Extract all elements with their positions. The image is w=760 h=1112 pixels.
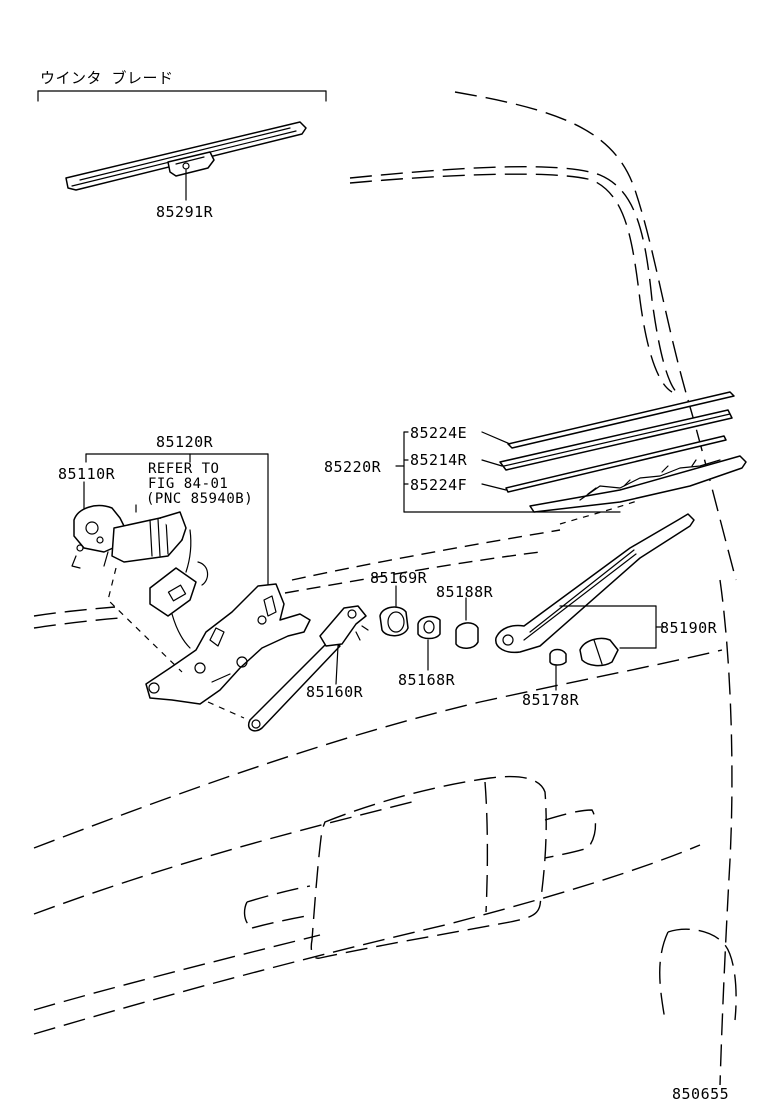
part-label-85178r: 85178R bbox=[522, 691, 580, 709]
refer-note-line2: FIG 84-01 bbox=[148, 476, 229, 492]
part-label-85291r: 85291R bbox=[156, 203, 214, 221]
refer-note-line1: REFER TO bbox=[148, 461, 220, 477]
wiper-blade-85291r bbox=[65, 121, 307, 201]
wiper-arm-85190r bbox=[495, 513, 695, 691]
blade-group-title: ウインタ ブレード bbox=[40, 69, 174, 87]
part-label-85214r: 85214R bbox=[410, 451, 468, 469]
cap-85188r bbox=[455, 597, 479, 649]
wiper-motor-group bbox=[71, 453, 311, 719]
nut-85168r bbox=[417, 615, 441, 671]
part-label-85224f: 85224F bbox=[410, 476, 468, 494]
wiper-link-85160r bbox=[248, 605, 369, 732]
refer-note-line3: (PNC 85940B) bbox=[146, 491, 254, 507]
part-label-85220r: 85220R bbox=[324, 458, 382, 476]
part-label-85224e: 85224E bbox=[410, 424, 468, 442]
back-door-outline bbox=[33, 91, 737, 1086]
cushion-85169r bbox=[379, 585, 409, 637]
figure-code: 850655 bbox=[672, 1085, 730, 1103]
header-bracket bbox=[37, 90, 327, 102]
blade-rubber-set bbox=[395, 391, 747, 525]
part-label-85120r: 85120R bbox=[156, 433, 214, 451]
part-label-85169r: 85169R bbox=[370, 569, 428, 587]
part-label-85160r: 85160R bbox=[306, 683, 364, 701]
part-label-85188r: 85188R bbox=[436, 583, 494, 601]
part-label-85190r: 85190R bbox=[660, 619, 718, 637]
part-label-85168r: 85168R bbox=[398, 671, 456, 689]
part-label-85110r: 85110R bbox=[58, 465, 116, 483]
